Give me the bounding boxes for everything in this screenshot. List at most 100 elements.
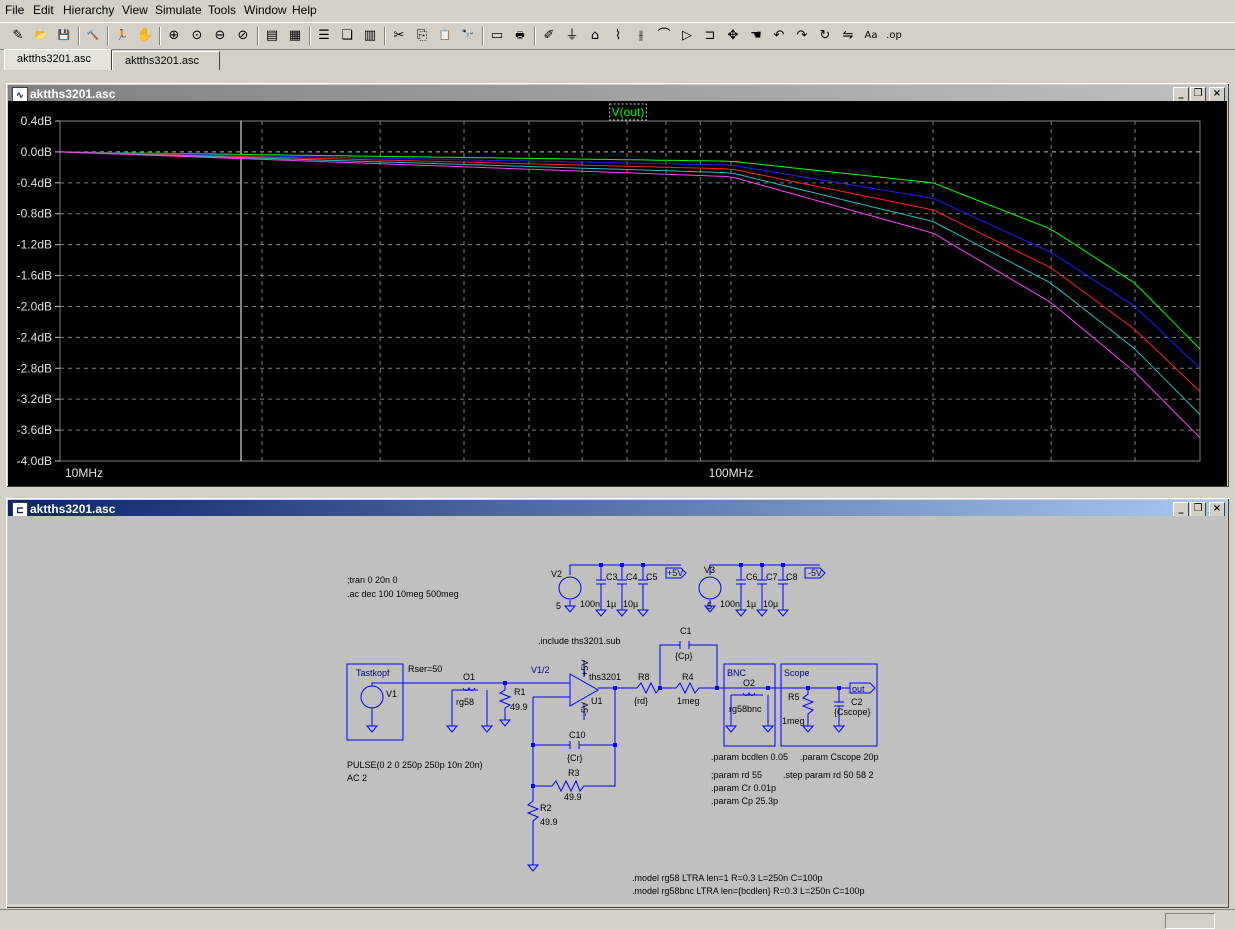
open-icon[interactable]: 📂: [34, 30, 48, 41]
opamp-minus5v-label: -5V: [580, 702, 590, 716]
model-rg58bnc[interactable]: .model rg58bnc LTRA len={bcdlen} R=0.3 L…: [632, 886, 865, 896]
rotate-icon[interactable]: ↻: [819, 28, 831, 43]
halt-icon[interactable]: ✋: [136, 28, 154, 43]
c4-label: C4: [626, 572, 638, 582]
menu-simulate[interactable]: Simulate: [155, 3, 202, 17]
zoom-in-icon[interactable]: ⊕: [168, 28, 180, 43]
close-button[interactable]: ×: [1209, 502, 1225, 517]
minimize-button[interactable]: _: [1173, 502, 1189, 517]
zoom-cancel-icon[interactable]: ⊘: [237, 28, 249, 43]
menu-window[interactable]: Window: [244, 3, 287, 17]
new-schematic-icon[interactable]: ✎: [12, 28, 24, 43]
run-icon[interactable]: 🏃: [115, 30, 129, 41]
close-button[interactable]: ×: [1209, 87, 1225, 102]
c7-value: 1µ: [746, 599, 756, 609]
menu-tools[interactable]: Tools: [208, 3, 237, 17]
redo-icon[interactable]: ↷: [796, 28, 808, 43]
label-net-icon[interactable]: ⌂: [590, 28, 600, 43]
control-panel-icon[interactable]: 🔨: [86, 30, 100, 41]
diode-icon[interactable]: ▷: [682, 28, 692, 43]
cp-value: {Cp}: [675, 651, 693, 661]
param-cscope[interactable]: .param Cscope 20p: [800, 752, 879, 762]
paste-icon[interactable]: 📋: [438, 30, 452, 41]
step-directive[interactable]: .step param rd 50 58 2: [783, 770, 874, 780]
tran-directive[interactable]: ;tran 0 20n 0: [347, 575, 398, 585]
x-tick-label: 10MHz: [65, 466, 103, 480]
param-cr[interactable]: .param Cr 0.01p: [711, 783, 776, 793]
include-directive[interactable]: .include ths3201.sub: [538, 636, 621, 646]
trace-title[interactable]: V(out): [612, 105, 645, 119]
param-cp[interactable]: .param Cp 25.3p: [711, 796, 778, 806]
menu-hierarchy[interactable]: Hierarchy: [63, 3, 115, 17]
menu-edit[interactable]: Edit: [33, 3, 54, 17]
print-icon[interactable]: 🖶: [515, 30, 525, 41]
trace-4[interactable]: [59, 151, 1201, 439]
plot-titlebar[interactable]: ∿ aktths3201.asc _ ❐ ×: [8, 85, 1227, 103]
autorange-icon[interactable]: ▤: [265, 28, 279, 43]
bnc-label: BNC: [727, 668, 747, 678]
scope-label: Scope: [784, 668, 810, 678]
find-icon[interactable]: 🔭: [461, 30, 475, 41]
trace-1[interactable]: [59, 151, 1201, 369]
y-tick-label: -2.0dB: [17, 299, 52, 313]
y-tick-label: -3.2dB: [17, 392, 52, 406]
text-icon[interactable]: Aa: [864, 30, 878, 41]
zoom-out-icon[interactable]: ⊖: [214, 28, 226, 43]
copy-icon[interactable]: ⎘: [416, 28, 428, 43]
y-tick-label: -1.2dB: [17, 238, 52, 252]
move-icon[interactable]: ✥: [727, 28, 739, 43]
v2-label: V2: [551, 569, 562, 579]
c3-value: 100n: [580, 599, 600, 609]
component-icon[interactable]: ⊐: [704, 28, 716, 43]
save-icon[interactable]: 💾: [57, 30, 71, 41]
toolbar-separator: [534, 27, 536, 45]
schematic-titlebar[interactable]: ⊏ aktths3201.asc _ ❐ ×: [8, 500, 1227, 518]
ground-icon[interactable]: ⏚: [565, 28, 579, 43]
restore-button[interactable]: ❐: [1190, 87, 1206, 102]
menu-file[interactable]: File: [5, 3, 25, 17]
inductor-icon[interactable]: ⌒: [657, 28, 671, 43]
ac-directive[interactable]: .ac dec 100 10meg 500meg: [347, 589, 459, 599]
rg58bnc-label: rg58bnc: [729, 704, 762, 714]
mirror-icon[interactable]: ⇋: [842, 28, 854, 43]
restore-button[interactable]: ❐: [1190, 502, 1206, 517]
y-tick-label: 0.4dB: [21, 114, 52, 128]
trace-0[interactable]: [59, 151, 1201, 350]
tile-vertical-icon[interactable]: ▥: [363, 28, 377, 43]
tab-plot[interactable]: aktths3201.asc: [4, 49, 112, 70]
cr-value: {Cr}: [567, 753, 583, 763]
grid-icon[interactable]: ▦: [288, 28, 302, 43]
undo-icon[interactable]: ↶: [773, 28, 785, 43]
wire-icon[interactable]: ✐: [543, 28, 555, 43]
out-net-label: out: [852, 684, 865, 694]
document-tabs: aktths3201.asc aktths3201.asc: [0, 49, 1235, 71]
ac-spec[interactable]: AC 2: [347, 773, 367, 783]
tile-horizontal-icon[interactable]: ☰: [318, 28, 330, 43]
drag-icon[interactable]: ☚: [750, 28, 762, 43]
param-bcdlen[interactable]: .param bcdlen 0.05: [711, 752, 788, 762]
capacitor-icon[interactable]: ⫲: [638, 28, 644, 43]
cut-icon[interactable]: ✂: [393, 28, 405, 43]
print-setup-icon[interactable]: ▭: [490, 28, 504, 43]
trace-3[interactable]: [59, 151, 1201, 415]
schematic-window-title: aktths3201.asc: [30, 502, 116, 516]
cascade-icon[interactable]: ❏: [341, 28, 353, 43]
zoom-fit-icon[interactable]: ⊙: [191, 28, 203, 43]
minimize-button[interactable]: _: [1173, 87, 1189, 102]
trace-2[interactable]: [59, 151, 1201, 392]
toolbar-separator: [384, 27, 386, 45]
menu-help[interactable]: Help: [292, 3, 317, 17]
resistor-icon[interactable]: ⌇: [614, 28, 622, 43]
r4-label: R4: [682, 672, 694, 682]
spice-directive-icon[interactable]: .op: [886, 30, 902, 41]
c8-value: 10µ: [763, 599, 778, 609]
model-rg58[interactable]: .model rg58 LTRA len=1 R=0.3 L=250n C=10…: [632, 873, 822, 883]
menu-view[interactable]: View: [122, 3, 148, 17]
r3-label: R3: [568, 768, 580, 778]
pulse-spec[interactable]: PULSE(0 2 0 250p 250p 10n 20n): [347, 760, 483, 770]
param-rd[interactable]: ;param rd 55: [711, 770, 762, 780]
y-tick-label: -2.8dB: [17, 361, 52, 375]
tab-schematic[interactable]: aktths3201.asc: [112, 51, 220, 70]
schematic-canvas[interactable]: ;tran 0 20n 0 .ac dec 100 10meg 500meg .…: [8, 516, 1227, 904]
